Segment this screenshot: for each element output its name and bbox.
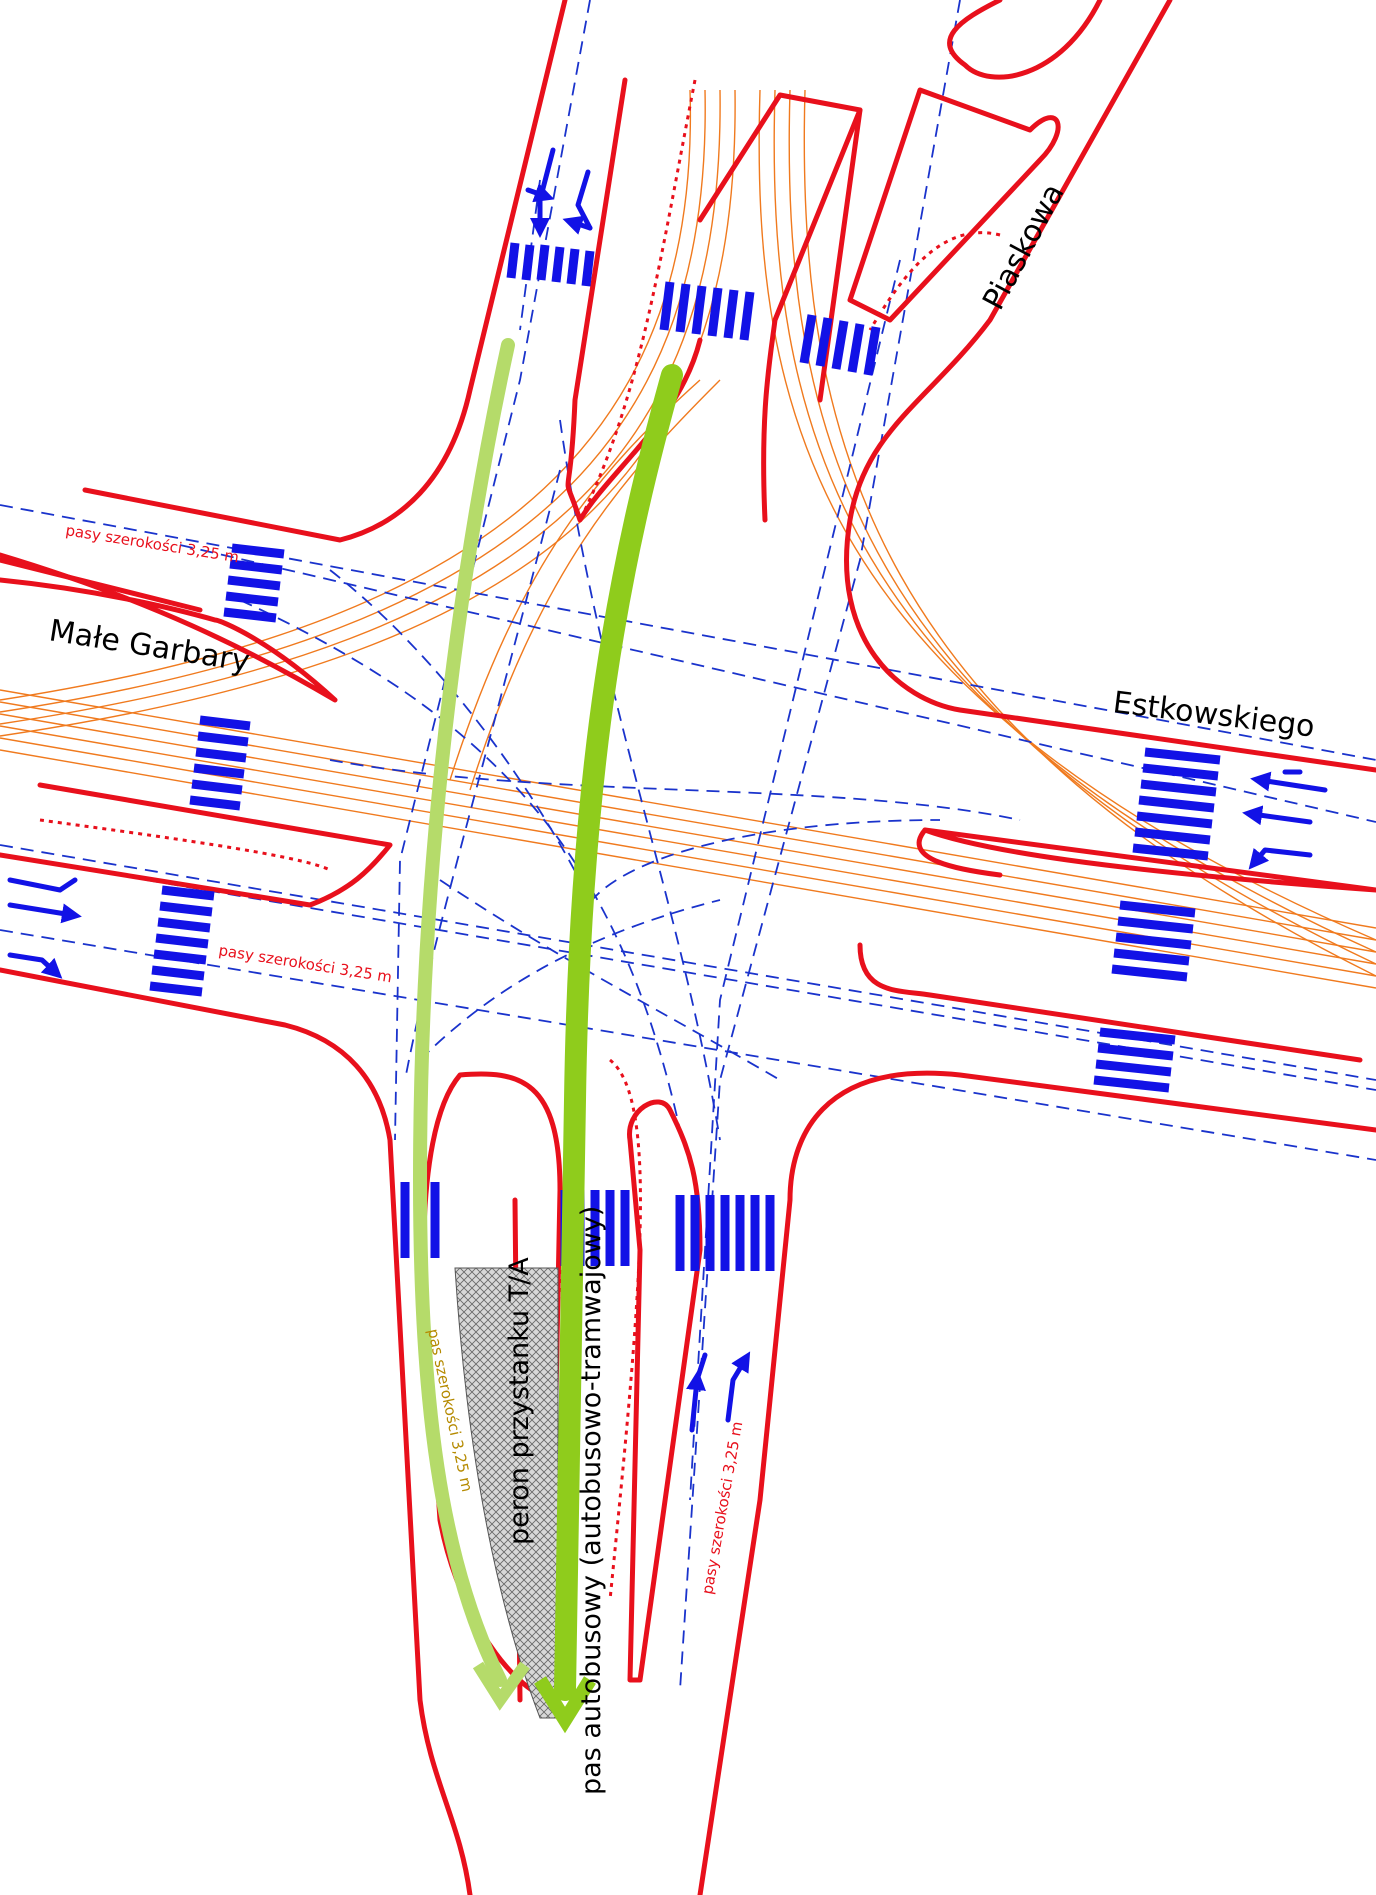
lane-arrow-icon: [7, 147, 1328, 1433]
crosswalk-east-top: [1132, 747, 1221, 861]
bus-route-strong: [534, 364, 683, 1734]
crosswalk-west-bottom: [149, 885, 215, 997]
lane-width-label-west-top: pasy szerokości 3,25 m: [64, 521, 240, 566]
lane-width-label-west-bottom: pasy szerokości 3,25 m: [217, 941, 393, 986]
crosswalk-east-middle: [1111, 900, 1196, 982]
bus-route-light: [412, 338, 530, 1711]
crosswalk-west-middle: [189, 715, 251, 811]
platform-label: peron przystanku T/A: [504, 1257, 535, 1545]
lane-width-label-south-right: pasy szerokości 3,25 m: [698, 1420, 746, 1596]
street-label-piaskowa: Piaskowa: [976, 178, 1071, 316]
crosswalk-east-bottom: [1093, 1027, 1176, 1093]
platform-area: [454, 1267, 559, 1719]
crosswalk-south-right: [675, 1195, 775, 1271]
crosswalk-north-middle: [659, 281, 755, 341]
crosswalk-north-left: [506, 242, 595, 287]
bus-lane-label: pas autobusowy (autobusowo-tramwajowy): [576, 1206, 607, 1795]
crosswalk-north-right: [799, 314, 881, 376]
crosswalk-west-top: [223, 543, 285, 623]
